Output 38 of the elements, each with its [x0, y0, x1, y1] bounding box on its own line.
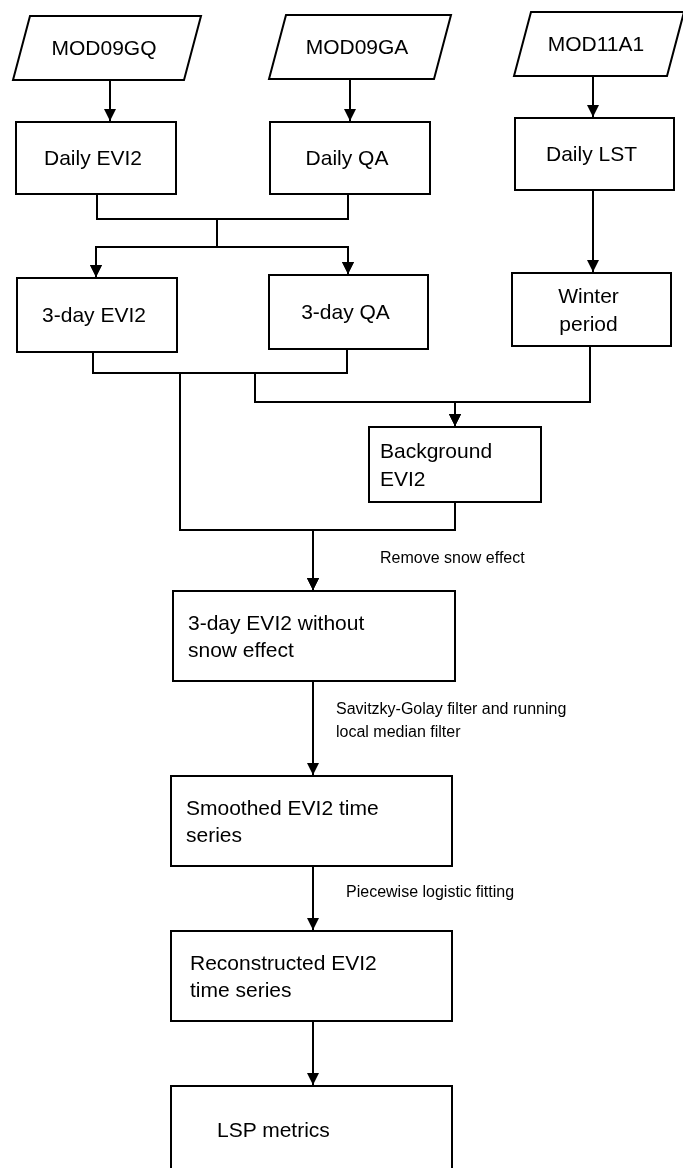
- box-label: 3-day EVI2: [42, 302, 147, 329]
- process-box: [269, 121, 431, 195]
- arrow: [104, 80, 116, 122]
- process-box: [511, 272, 672, 347]
- input-parallelogram: [12, 15, 202, 81]
- process-box: [170, 1085, 453, 1168]
- box-label: Reconstructed EVI2 time series: [190, 949, 378, 1003]
- process-box: [514, 117, 675, 191]
- box-label: MOD11A1: [547, 31, 646, 58]
- arrow: [307, 681, 319, 776]
- process-box: [170, 775, 453, 867]
- arrow: [587, 190, 599, 273]
- box-label: MOD09GA: [305, 34, 410, 61]
- box-label: 3-day QA: [301, 299, 391, 326]
- arrow: [216, 194, 354, 275]
- box-label: Background EVI2: [380, 438, 494, 492]
- arrow: [587, 76, 599, 118]
- box-label: Daily EVI2: [43, 145, 143, 172]
- box-label: 3-day EVI2 without snow effect: [188, 609, 366, 663]
- arrow: [307, 502, 456, 591]
- process-box: [268, 274, 429, 350]
- arrow: [307, 866, 319, 931]
- process-box: [170, 930, 453, 1022]
- box-label: LSP metrics: [217, 1117, 331, 1144]
- box-label: MOD09GQ: [51, 35, 158, 62]
- process-box: [15, 121, 177, 195]
- input-parallelogram: [513, 11, 683, 77]
- box-label: Daily LST: [546, 141, 638, 168]
- arrow: [344, 79, 356, 122]
- box-label: Winter period: [557, 283, 620, 337]
- box-label: Daily QA: [305, 145, 390, 172]
- process-box: [172, 590, 456, 682]
- box-label: Smoothed EVI2 time series: [186, 794, 380, 848]
- input-parallelogram: [268, 14, 452, 80]
- arrow: [449, 346, 591, 427]
- process-box: [16, 277, 178, 353]
- arrow: [307, 1021, 319, 1086]
- process-box: [368, 426, 542, 503]
